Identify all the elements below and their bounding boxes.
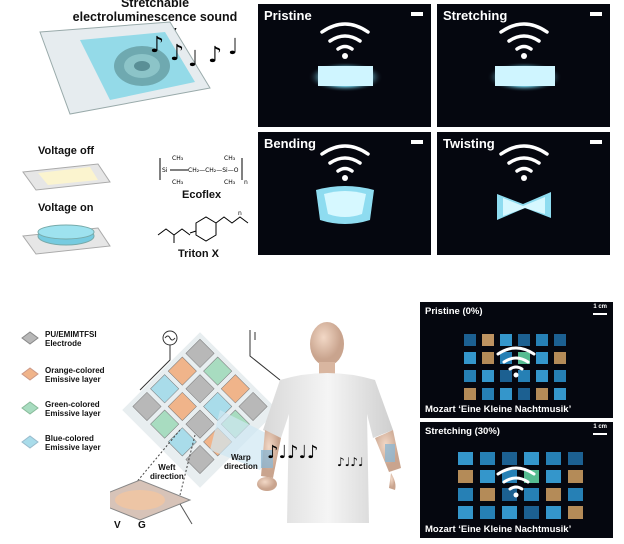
stretchable-display-schematic: ♪♪♩ ♪♩ <box>39 21 238 115</box>
triton-label: Triton X <box>178 248 219 260</box>
scale-label: 1 cm <box>593 304 607 310</box>
svg-text:CH₃: CH₃ <box>224 155 236 162</box>
photo-label: Twisting <box>443 136 495 151</box>
svg-text:Si: Si <box>162 167 168 174</box>
svg-text:♩: ♩ <box>228 35 238 60</box>
svg-text:♪: ♪ <box>170 41 184 66</box>
voltage-on-label: Voltage on <box>38 202 94 214</box>
photo-label: Stretching <box>443 8 508 23</box>
svg-text:CH₃: CH₃ <box>172 179 184 186</box>
svg-text:♩: ♩ <box>188 47 198 72</box>
svg-text:CH₃: CH₃ <box>224 179 236 186</box>
scale-label: 1 cm <box>593 424 607 430</box>
panel-caption: Mozart ‘Eine Kleine Nachtmusik’ <box>425 524 572 535</box>
ecoflex-label: Ecoflex <box>182 189 222 201</box>
sound-wave-icon <box>499 144 549 173</box>
photo-label: Pristine <box>264 8 312 23</box>
panel-stretching-30: Stretching (30%) 1 cm Mozart ‘Eine Klein… <box>420 422 613 538</box>
panel-caption: Mozart ‘Eine Kleine Nachtmusik’ <box>425 404 572 415</box>
sound-wave-icon <box>496 346 536 371</box>
sound-wave-icon <box>320 22 370 51</box>
voltage-off-device <box>22 163 111 191</box>
svg-text:n: n <box>238 210 242 217</box>
human-figure: ♪♩♪♩♪ ♪♩♪♩ <box>257 322 401 523</box>
sound-wave-icon <box>499 22 549 51</box>
scale-bar <box>590 140 602 144</box>
legend-swatches <box>21 331 39 449</box>
electrode-swatch <box>21 331 39 345</box>
music-notes-icon: ♪♪♩ ♪♩ <box>150 33 238 72</box>
g-terminal-label: G <box>138 520 146 531</box>
photo-twisting: Twisting <box>437 132 610 255</box>
orange-swatch <box>21 367 39 381</box>
photo-pristine: Pristine <box>258 4 431 127</box>
scale-bar <box>593 433 607 435</box>
photo-stretching: Stretching <box>437 4 610 127</box>
panel-pristine-0: Pristine (0%) 1 cm Mozart ‘Eine Kleine N… <box>420 302 613 418</box>
voltage-on-device <box>22 224 111 255</box>
panel-label: Stretching (30%) <box>425 426 500 437</box>
photo-bending: Bending <box>258 132 431 255</box>
svg-text:CH₃: CH₃ <box>172 155 184 162</box>
scale-bar <box>411 12 423 16</box>
scale-bar <box>593 313 607 315</box>
svg-text:♪♩♪♩♪: ♪♩♪♩♪ <box>267 442 318 463</box>
svg-text:♪: ♪ <box>150 33 164 58</box>
woven-display-schematic <box>110 330 281 525</box>
photo-label: Bending <box>264 136 316 151</box>
voltage-off-label: Voltage off <box>38 145 95 157</box>
blue-swatch <box>21 435 39 449</box>
svg-text:♪: ♪ <box>208 43 222 68</box>
scale-bar <box>590 12 602 16</box>
svg-text:CH₂—CH₂—Si—O: CH₂—CH₂—Si—O <box>188 167 239 174</box>
triton-structure: n <box>157 210 249 243</box>
sound-wave-icon <box>496 466 536 491</box>
v-terminal-label: V <box>114 520 121 531</box>
svg-text:n: n <box>244 179 248 186</box>
green-swatch <box>21 401 39 415</box>
pixel-grid <box>458 452 583 519</box>
music-notes-icon: ♪♩♪♩♪ ♪♩♪♩ <box>267 442 364 469</box>
svg-text:♪♩♪♩: ♪♩♪♩ <box>337 455 364 469</box>
sound-wave-icon <box>320 144 370 173</box>
pixel-grid <box>464 334 566 400</box>
scale-bar <box>411 140 423 144</box>
panel-label: Pristine (0%) <box>425 306 483 317</box>
